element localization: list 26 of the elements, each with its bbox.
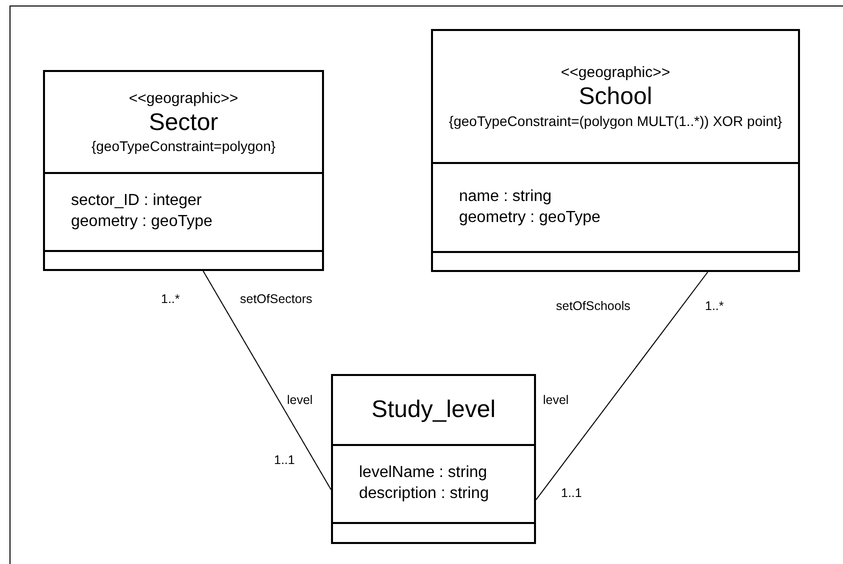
stereotype-label: <<geographic>> [128, 90, 238, 107]
class-box [431, 29, 800, 272]
class-name: Sector [148, 108, 218, 136]
attribute-text: description : string [359, 484, 490, 504]
class-name: Study_level [371, 396, 496, 424]
role-name: setOfSectors [240, 292, 312, 306]
stereotype-label: <<geographic>> [560, 64, 670, 82]
multiplicity-label: 1..1 [274, 453, 295, 467]
class-box [43, 70, 324, 271]
class-box [331, 374, 536, 544]
role-name: level [543, 393, 569, 407]
attribute-text: levelName : string [359, 463, 488, 484]
constraint-text: {geoTypeConstraint=polygon} [91, 138, 276, 154]
class-name: School [578, 83, 652, 111]
role-name: setOfSchools [556, 299, 630, 313]
attribute-text: sector_ID : integer [71, 191, 203, 212]
constraint-text: {geoTypeConstraint=(polygon MULT(1..*)) XOR point} [448, 112, 782, 129]
association-line [536, 272, 708, 500]
multiplicity-label: 1..* [161, 292, 180, 306]
attribute-text: geometry : geoType [71, 212, 214, 232]
multiplicity-label: 1..1 [561, 486, 582, 500]
attribute-text: geometry : geoType [459, 208, 602, 228]
attribute-text: name : string [459, 186, 552, 207]
multiplicity-label: 1..* [705, 299, 724, 313]
role-name: level [287, 393, 313, 407]
association-line [202, 270, 332, 490]
